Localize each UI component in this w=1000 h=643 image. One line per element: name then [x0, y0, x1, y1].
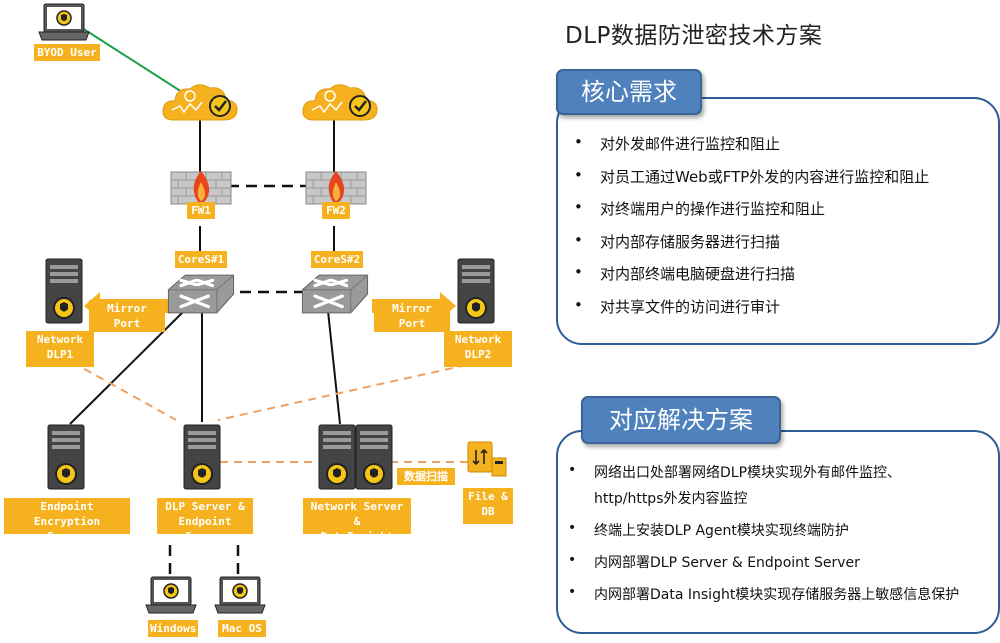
- network-diagram: [38, 3, 507, 614]
- core-need-item: 对员工通过Web或FTP外发的内容进行监控和阻止: [572, 166, 929, 199]
- link-cores2-networkserver: [327, 310, 341, 425]
- solution-item-continuation-text: http/https外发内容监控: [594, 491, 748, 507]
- network-server-icon-a: [318, 424, 356, 490]
- core-needs-list: 对外发邮件进行监控和阻止 对员工通过Web或FTP外发的内容进行监控和阻止 对终…: [572, 133, 929, 328]
- solution-item: 终端上安装DLP Agent模块实现终端防护: [566, 520, 959, 552]
- file-db-label: File & DB: [463, 488, 513, 524]
- core-needs-tab: 核心需求: [556, 69, 702, 115]
- endpoint-encryption-line2: Server: [47, 530, 87, 543]
- mirror-port-label-1: Mirror Port: [89, 300, 165, 332]
- ndlp1-server-icon: [45, 258, 83, 324]
- network-dlp1-label: Network DLP1: [26, 331, 94, 367]
- network-server-label: Network Server & DataInsight: [303, 498, 411, 543]
- network-server-line1: Network Server &: [310, 500, 404, 528]
- network-dlp2-line2: DLP2: [464, 348, 492, 361]
- solution-item: 网络出口处部署网络DLP模块实现外有邮件监控、: [566, 462, 959, 488]
- dlp-server-line2: Endpoint Server: [178, 515, 232, 543]
- endpoint-enc-server-icon: [47, 424, 85, 490]
- network-server-icon-b: [355, 424, 393, 490]
- fw1-label: FW1: [187, 202, 215, 219]
- core-need-item: 对外发邮件进行监控和阻止: [572, 133, 929, 166]
- link-dlp1-dlpserver: [71, 361, 177, 421]
- core-need-item: 对内部存储服务器进行扫描: [572, 231, 929, 264]
- link-dlp2-dlpserver: [217, 361, 481, 421]
- file-db-line1: File &: [468, 490, 508, 503]
- windows-laptop-icon: [145, 576, 197, 614]
- cloud1-icon: [161, 83, 239, 122]
- endpoint-encryption-label: Endpoint Encryption Server: [4, 498, 130, 543]
- network-dlp1-line2: DLP1: [46, 348, 74, 361]
- fw1-firewall-icon: [170, 170, 232, 205]
- byod-user-label: BYOD User: [34, 44, 100, 61]
- solutions-list: 网络出口处部署网络DLP模块实现外有邮件监控、 http/https外发内容监控…: [566, 462, 959, 616]
- macos-laptop-icon: [214, 576, 266, 614]
- network-dlp2-label: Network DLP2: [444, 331, 512, 367]
- fw2-firewall-icon: [305, 170, 367, 205]
- core-need-item: 对终端用户的操作进行监控和阻止: [572, 198, 929, 231]
- cores2-switch-icon: [300, 273, 370, 315]
- network-dlp1-line1: Network: [36, 333, 84, 346]
- solution-item-continuation: http/https外发内容监控: [566, 488, 959, 520]
- solutions-tab: 对应解决方案: [581, 396, 781, 444]
- mirror-port-label-2: Mirror Port: [374, 300, 450, 332]
- network-dlp2-line1: Network: [454, 333, 502, 346]
- cloud2-icon: [301, 83, 379, 122]
- data-scan-label: 数据扫描: [397, 468, 455, 485]
- macos-label: Mac OS: [218, 620, 266, 637]
- file-db-icon: [467, 441, 507, 477]
- dlp-server-icon: [183, 424, 221, 490]
- dlp-server-line1: DLP Server &: [165, 500, 245, 513]
- byod-laptop-icon: [38, 3, 90, 41]
- solution-item: 内网部署DLP Server & Endpoint Server: [566, 552, 959, 584]
- network-server-line2: DataInsight: [320, 530, 394, 543]
- cores1-switch-icon: [166, 273, 236, 315]
- cores2-label: CoreS#2: [311, 251, 363, 268]
- endpoint-encryption-line1: Endpoint Encryption: [33, 500, 101, 528]
- file-db-line2: DB: [481, 505, 495, 518]
- fw2-label: FW2: [322, 202, 350, 219]
- cores1-label: CoreS#1: [175, 251, 227, 268]
- windows-label: Windows: [148, 620, 198, 637]
- ndlp2-server-icon: [457, 258, 495, 324]
- dlp-server-label: DLP Server & Endpoint Server: [157, 498, 253, 543]
- page-title: DLP数据防泄密技术方案: [565, 23, 823, 49]
- core-need-item: 对共享文件的访问进行审计: [572, 296, 929, 329]
- solution-item: 内网部署Data Insight模块实现存储服务器上敏感信息保护: [566, 584, 959, 616]
- core-need-item: 对内部终端电脑硬盘进行扫描: [572, 263, 929, 296]
